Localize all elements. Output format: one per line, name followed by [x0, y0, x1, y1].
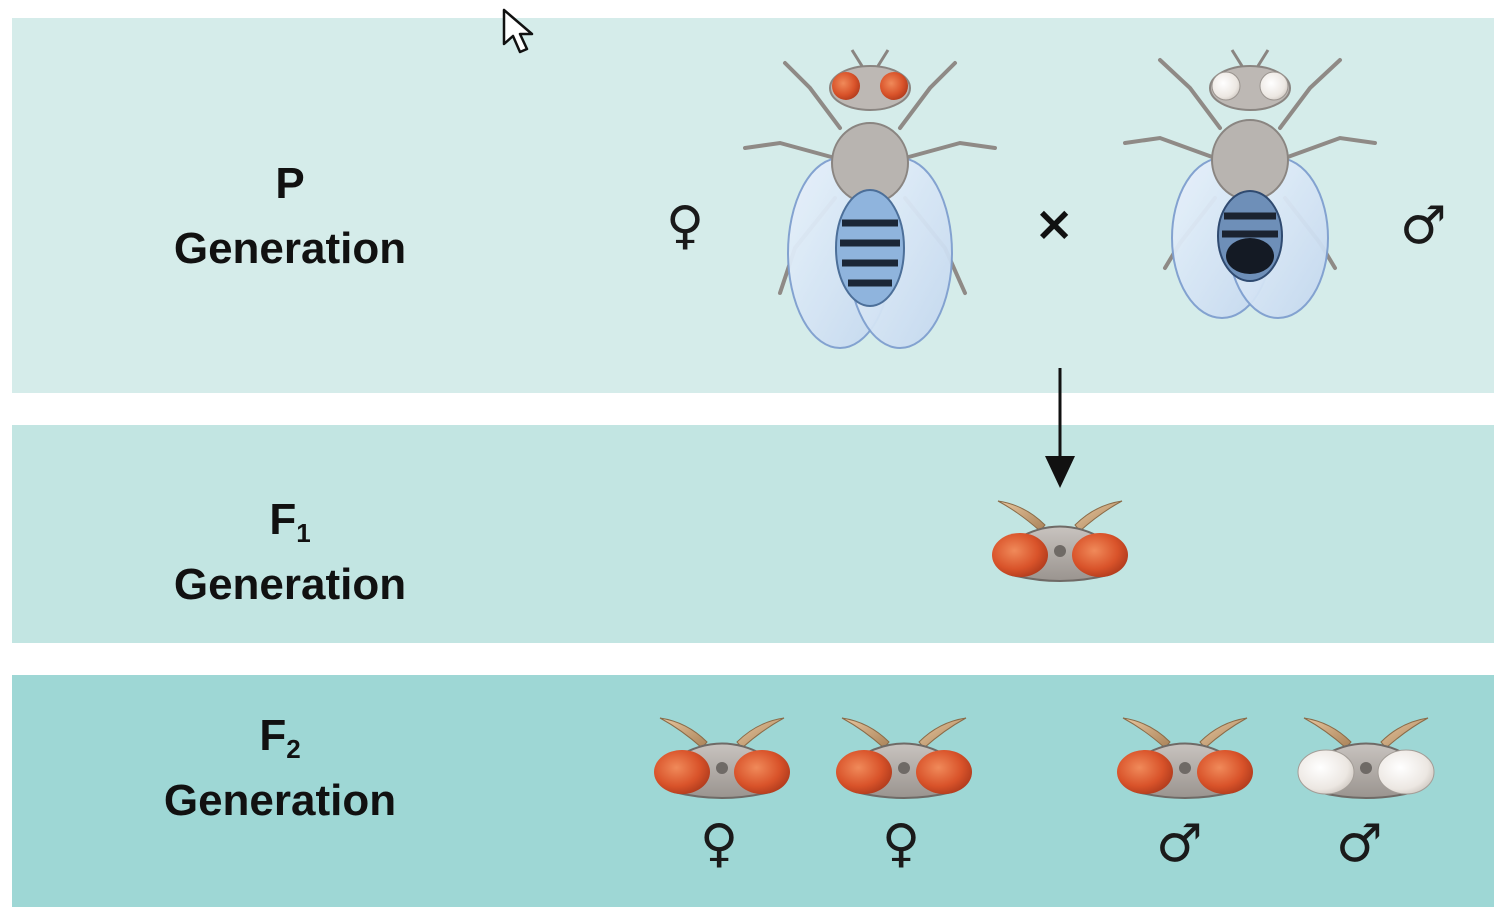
f2-head-1-red [652, 712, 792, 807]
male-symbol-f2-4: ♂ [1336, 818, 1383, 870]
f1-generation-label: F1 Generation [130, 494, 450, 611]
f1-red-eyed-head [990, 495, 1130, 590]
f2-head-2-red [834, 712, 974, 807]
cross-symbol: × [1034, 200, 1074, 248]
down-arrow-icon [1040, 368, 1080, 493]
mouse-pointer-icon [500, 8, 540, 56]
female-symbol-f2-2: ♀ [882, 818, 920, 870]
female-red-eyed-fly [740, 48, 1000, 348]
p-generation-label: P Generation [130, 158, 450, 275]
f2-head-4-white [1296, 712, 1436, 807]
f2-head-3-red [1115, 712, 1255, 807]
female-symbol-f2-1: ♀ [700, 818, 738, 870]
male-white-eyed-fly [1120, 48, 1380, 328]
male-symbol-f2-3: ♂ [1156, 818, 1203, 870]
female-symbol-p: ♀ [666, 200, 704, 252]
male-symbol-p: ♂ [1400, 200, 1447, 252]
f2-generation-label: F2 Generation [120, 710, 440, 827]
